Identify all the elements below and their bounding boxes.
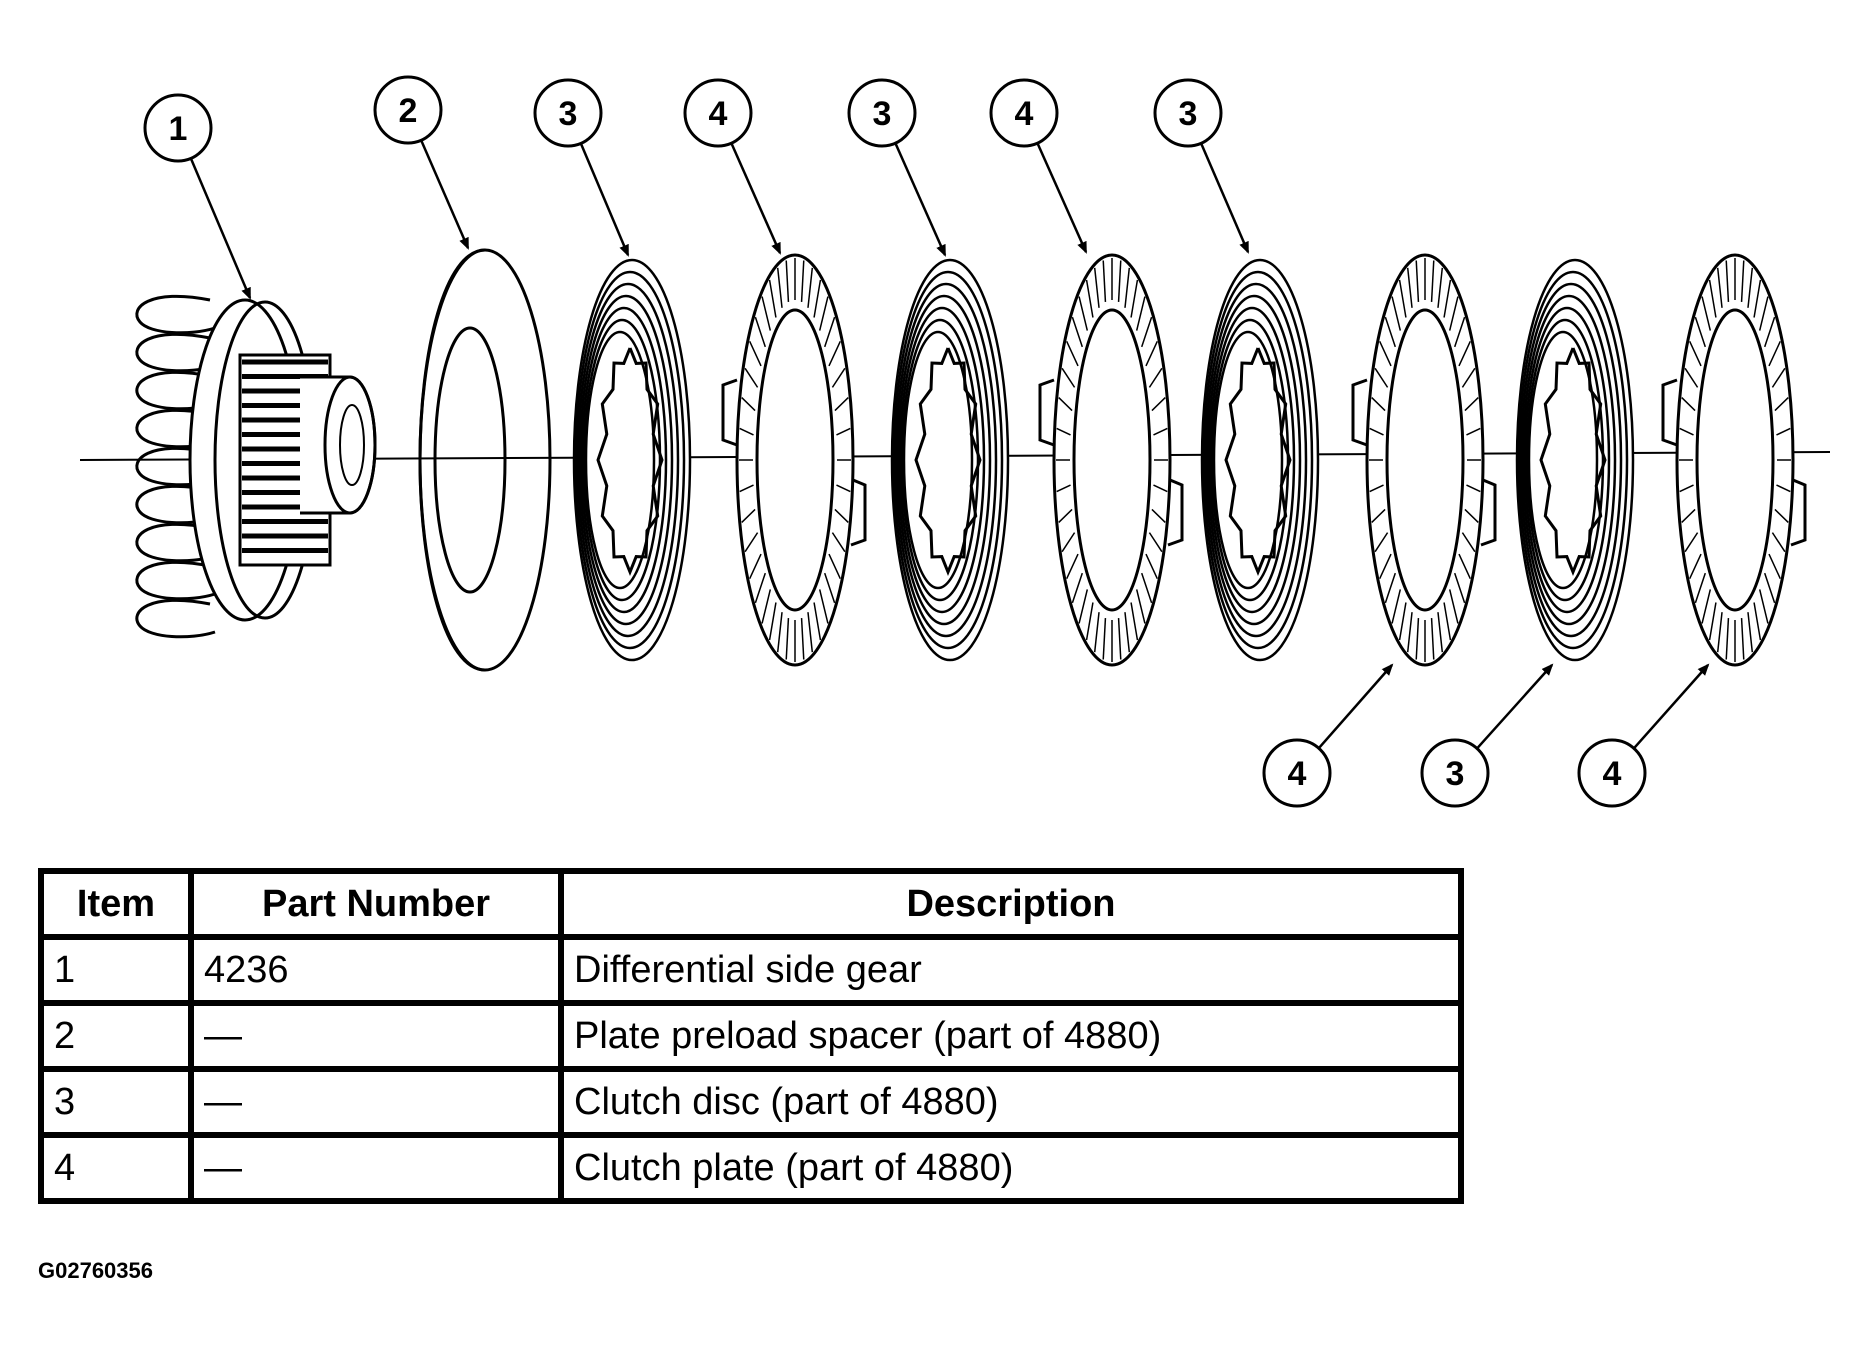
callout-plate-4: 4 xyxy=(683,78,782,255)
table-row: 3 — Clutch disc (part of 4880) xyxy=(38,1066,1464,1138)
cell-description: Plate preload spacer (part of 4880) xyxy=(558,1000,1464,1072)
callout-disc-3: 3 xyxy=(1420,663,1554,808)
callout-circle xyxy=(533,78,603,148)
callout-label: 4 xyxy=(1603,755,1622,793)
clutch-plate-part xyxy=(721,253,867,667)
disc-inner-teeth xyxy=(1224,347,1292,577)
callout-leader xyxy=(1317,663,1394,750)
plate-inner xyxy=(1695,308,1775,612)
callout-spacer-2: 2 xyxy=(373,75,470,250)
cell-part-number: 4236 xyxy=(188,934,564,1006)
callout-circle xyxy=(1577,738,1647,808)
callout-leader xyxy=(1476,663,1554,750)
callout-disc-3: 3 xyxy=(1153,78,1250,254)
callout-disc-3: 3 xyxy=(847,78,947,257)
callout-circle xyxy=(683,78,753,148)
clutch-disc-part xyxy=(1515,258,1635,662)
table-header-row: Item Part Number Description xyxy=(38,868,1464,940)
callout-circle xyxy=(1262,738,1332,808)
cell-part-number: — xyxy=(188,1132,564,1204)
gear-tooth xyxy=(135,370,216,411)
callout-leader xyxy=(189,157,252,300)
cell-item: 3 xyxy=(38,1066,194,1138)
callout-leader xyxy=(730,142,782,255)
spacer-outer xyxy=(418,248,552,672)
gear-tooth xyxy=(135,408,216,449)
callout-circle xyxy=(1420,738,1490,808)
plate-inner xyxy=(755,308,835,612)
callout-leader xyxy=(420,139,470,250)
disc-inner-teeth xyxy=(914,347,982,577)
preload-spacer-part xyxy=(418,248,552,672)
callout-gear-1: 1 xyxy=(143,93,252,300)
plate-inner xyxy=(1072,308,1152,612)
header-part-number: Part Number xyxy=(188,868,564,940)
table-row: 4 — Clutch plate (part of 4880) xyxy=(38,1132,1464,1204)
clutch-plate-part xyxy=(1661,253,1807,667)
callout-label: 3 xyxy=(1179,95,1198,133)
cell-item: 4 xyxy=(38,1132,194,1204)
callout-plate-4: 4 xyxy=(1262,663,1394,808)
header-description: Description xyxy=(558,868,1464,940)
cell-part-number: — xyxy=(188,1066,564,1138)
callout-label: 4 xyxy=(1288,755,1307,793)
clutch-plate-part xyxy=(1038,253,1184,667)
callout-leader xyxy=(894,142,947,257)
gear-tooth xyxy=(135,484,216,525)
callout-label: 3 xyxy=(1446,755,1465,793)
callout-circle xyxy=(143,93,213,163)
callout-label: 1 xyxy=(169,110,188,148)
clutch-disc-part xyxy=(1200,258,1320,662)
callout-label: 4 xyxy=(1015,95,1034,133)
callout-leader xyxy=(1036,142,1088,254)
plate-inner xyxy=(1385,308,1465,612)
gear-tooth xyxy=(135,446,216,487)
callout-plate-4: 4 xyxy=(1577,663,1710,808)
callout-label: 4 xyxy=(709,95,728,133)
callout-circle xyxy=(989,78,1059,148)
callout-label: 3 xyxy=(559,95,578,133)
callout-label: 2 xyxy=(399,92,418,130)
callout-circle xyxy=(1153,78,1223,148)
callout-leader xyxy=(1632,663,1710,750)
disc-inner-teeth xyxy=(596,347,664,577)
callout-disc-3: 3 xyxy=(533,78,630,257)
side-gear-part xyxy=(135,294,377,639)
parts-table: Item Part Number Description 1 4236 Diff… xyxy=(38,868,1464,1204)
cell-description: Differential side gear xyxy=(558,934,1464,1006)
cell-item: 1 xyxy=(38,934,194,1006)
gear-tooth xyxy=(135,332,216,373)
callout-circle xyxy=(373,75,443,145)
callout-label: 3 xyxy=(873,95,892,133)
header-item: Item xyxy=(38,868,194,940)
gear-tooth xyxy=(135,598,216,639)
spacer-inner xyxy=(433,326,507,594)
table-row: 2 — Plate preload spacer (part of 4880) xyxy=(38,1000,1464,1072)
cell-description: Clutch disc (part of 4880) xyxy=(558,1066,1464,1138)
callout-circle xyxy=(847,78,917,148)
cell-description: Clutch plate (part of 4880) xyxy=(558,1132,1464,1204)
figure-id: G02760356 xyxy=(38,1258,153,1283)
cell-part-number: — xyxy=(188,1000,564,1072)
cell-item: 2 xyxy=(38,1000,194,1072)
callout-leader xyxy=(1199,142,1250,254)
callout-plate-4: 4 xyxy=(989,78,1088,254)
clutch-plate-part xyxy=(1351,253,1497,667)
table-row: 1 4236 Differential side gear xyxy=(38,934,1464,1006)
clutch-disc-part xyxy=(890,258,1010,662)
disc-inner-teeth xyxy=(1539,347,1607,577)
exploded-parts-diagram: 1 2 3 4 3 4 3 4 3 4 xyxy=(79,75,1831,808)
clutch-disc-part xyxy=(572,258,692,662)
gear-tooth xyxy=(135,560,216,601)
callout-leader xyxy=(579,142,630,257)
gear-tooth xyxy=(135,294,216,335)
gear-tooth xyxy=(135,522,216,563)
